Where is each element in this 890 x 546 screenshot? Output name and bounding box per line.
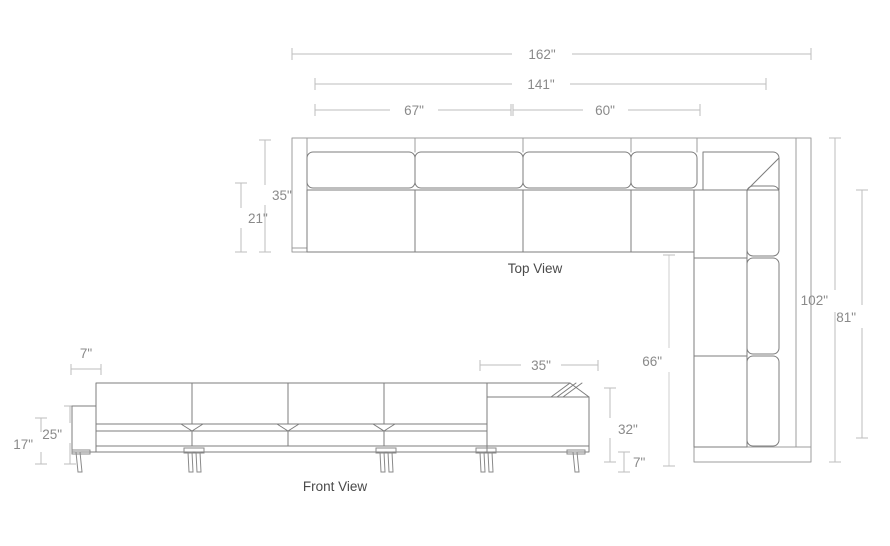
dim-25-group: 25" [42,405,76,465]
chaise-hatch-lines [550,382,583,398]
dim-label-chaise-length: 66" [642,354,662,369]
dim-7-leg-group: 7" [618,451,646,473]
dim-32-group: 32" [604,387,638,463]
dim-label-depth-inner: 21" [248,211,268,226]
dim-label-overall-width: 162" [528,47,556,62]
dim-label-leg-height: 7" [633,455,646,470]
top-corner-wedge [702,151,780,191]
top-seat-cushions [306,189,695,253]
top-view-sofa: Top View [291,137,812,463]
sofa-legs [71,447,586,473]
dim-label-chaise-height: 32" [618,422,638,437]
dim-7-arm-group: 7" [70,346,102,375]
dim-81-group: 81" [836,189,868,439]
dim-102-group: 102" [801,137,841,463]
dim-label-chaise-width: 35" [531,358,551,373]
dim-label-segment-left: 67" [404,103,424,118]
top-chaise-back-cushions [746,185,780,447]
dim-21-depth-group: 21" [235,182,268,253]
dim-label-back-height: 25" [42,427,62,442]
dim-label-segment-right: 60" [595,103,615,118]
dim-35-depth-group: 35" [259,139,292,253]
dim-141-group: 141" [314,77,767,92]
dim-label-inner-length: 81" [836,310,856,325]
dim-67-group: 67" [314,103,512,118]
dim-label-inner-width: 141" [527,77,555,92]
dim-66-group: 66" [642,254,675,467]
dim-label-depth-outer: 35" [272,188,292,203]
dim-label-overall-length: 102" [801,293,829,308]
dim-17-group: 17" [13,417,47,465]
dim-label-arm-width: 7" [80,346,93,361]
front-view-label: Front View [303,479,368,494]
top-view-label: Top View [508,261,563,276]
dim-35-chaise-group: 35" [479,358,599,373]
dim-60-group: 60" [512,103,701,118]
dim-label-seat-height: 17" [13,437,33,452]
top-back-cushions [306,151,698,189]
front-view-sofa: Front View [71,382,590,494]
dim-162-group: 162" [291,47,812,62]
top-chaise-seat-cushions [693,189,748,448]
